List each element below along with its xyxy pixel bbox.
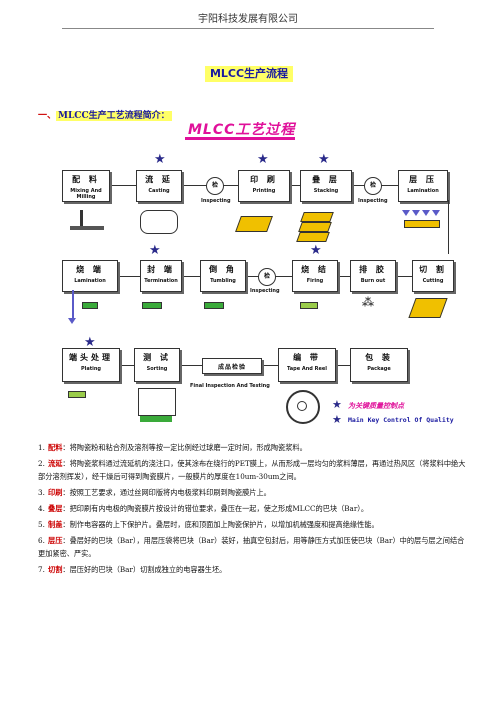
- flow-arrow-icon: [68, 318, 76, 324]
- burn-out-fan-icon: ⁂: [362, 295, 374, 309]
- key-control-star-icon: ★: [154, 152, 166, 167]
- inspect-icon: 检: [364, 177, 382, 195]
- key-control-star-icon: ★: [310, 243, 322, 258]
- casting-roller-illustration: [140, 210, 178, 234]
- chip-illustration: [68, 391, 86, 398]
- press-arrow-icon: [402, 210, 410, 216]
- inspect-label: Inspecting: [250, 288, 280, 294]
- stacked-sheet-illustration: [296, 232, 330, 242]
- stacked-sheet-illustration: [300, 212, 334, 222]
- printed-sheet-illustration: [235, 216, 273, 232]
- inspect-icon: 检: [258, 268, 276, 286]
- list-item: 5.制盖：制作电容器的上下保护片。叠层时，底和顶面加上陶瓷保护片，以增加机械强度…: [38, 520, 379, 529]
- stacked-sheet-illustration: [298, 222, 332, 232]
- chip-illustration: [204, 302, 224, 309]
- press-arrow-icon: [432, 210, 440, 216]
- list-item: 3.印刷：按照工艺要求，通过丝网印版将内电极浆料印刷到陶瓷膜片上。: [38, 488, 271, 497]
- step-list: 1.配料：将陶瓷粉和粘合剂及溶剂等按一定比例经过球磨一定时间，形成陶瓷浆料。 2…: [38, 441, 468, 576]
- inspect-icon: 检: [206, 177, 224, 195]
- key-control-star-icon: ★: [332, 398, 342, 411]
- press-arrow-icon: [422, 210, 430, 216]
- tester-illustration: [138, 388, 176, 416]
- inspect-label: Inspecting: [358, 198, 388, 204]
- reel-illustration: [286, 390, 320, 424]
- key-control-star-icon: ★: [257, 152, 269, 167]
- flow-connector: [72, 290, 74, 318]
- chip-illustration: [82, 302, 98, 309]
- diagram-title-underline: [185, 137, 295, 140]
- list-item: 2.流延：将陶瓷浆料通过流延机的浇注口，使其涂布在绕行的PET膜上，从而形成一层…: [38, 459, 466, 481]
- reel-hub-illustration: [297, 401, 307, 411]
- inspect-label: Inspecting: [201, 198, 231, 204]
- press-arrow-icon: [412, 210, 420, 216]
- list-item: 6.层压：叠层好的巴块（Bar），用层压袋将巴块（Bar）装好，抽真空包封后，用…: [38, 536, 465, 558]
- mixer-base-illustration: [70, 226, 104, 230]
- laminated-bar-illustration: [404, 220, 440, 228]
- key-control-star-icon: ★: [332, 413, 342, 426]
- section-number: 一、: [38, 111, 57, 121]
- chip-illustration: [142, 302, 162, 309]
- legend-key-control-zh: 为关键质量控制点: [348, 402, 404, 410]
- key-control-star-icon: ★: [84, 335, 96, 350]
- flow-connector: [448, 200, 449, 254]
- list-item: 1.配料：将陶瓷粉和粘合剂及溶剂等按一定比例经过球磨一定时间，形成陶瓷浆料。: [38, 443, 307, 452]
- header-divider: [62, 28, 434, 29]
- list-item: 7.切割：层压好的巴块（Bar）切割成独立的电容器生坯。: [38, 565, 227, 574]
- page-header: 宇阳科技发展有限公司: [198, 14, 298, 25]
- cut-bar-illustration: [408, 298, 448, 318]
- diagram-title: MLCC工艺过程: [188, 122, 296, 138]
- section-label: MLCC生产工艺流程简介：: [56, 111, 172, 121]
- key-control-star-icon: ★: [149, 243, 161, 258]
- section-heading: 一、MLCC生产工艺流程简介：: [38, 108, 172, 121]
- page-title: MLCC生产流程: [205, 66, 293, 82]
- mixer-illustration: [80, 210, 83, 228]
- tester-base-illustration: [140, 416, 172, 422]
- final-inspection-label: Final Inspection And Testing: [190, 383, 270, 389]
- legend-key-control-en: Main Key Control Of Quality: [348, 416, 454, 424]
- key-control-star-icon: ★: [318, 152, 330, 167]
- chip-illustration: [300, 302, 318, 309]
- list-item: 4.叠层：把印刷有内电极的陶瓷膜片按设计的错位要求，叠压在一起，使之形成MLCC…: [38, 504, 369, 513]
- step-final-inspection: 成品检验: [202, 358, 262, 374]
